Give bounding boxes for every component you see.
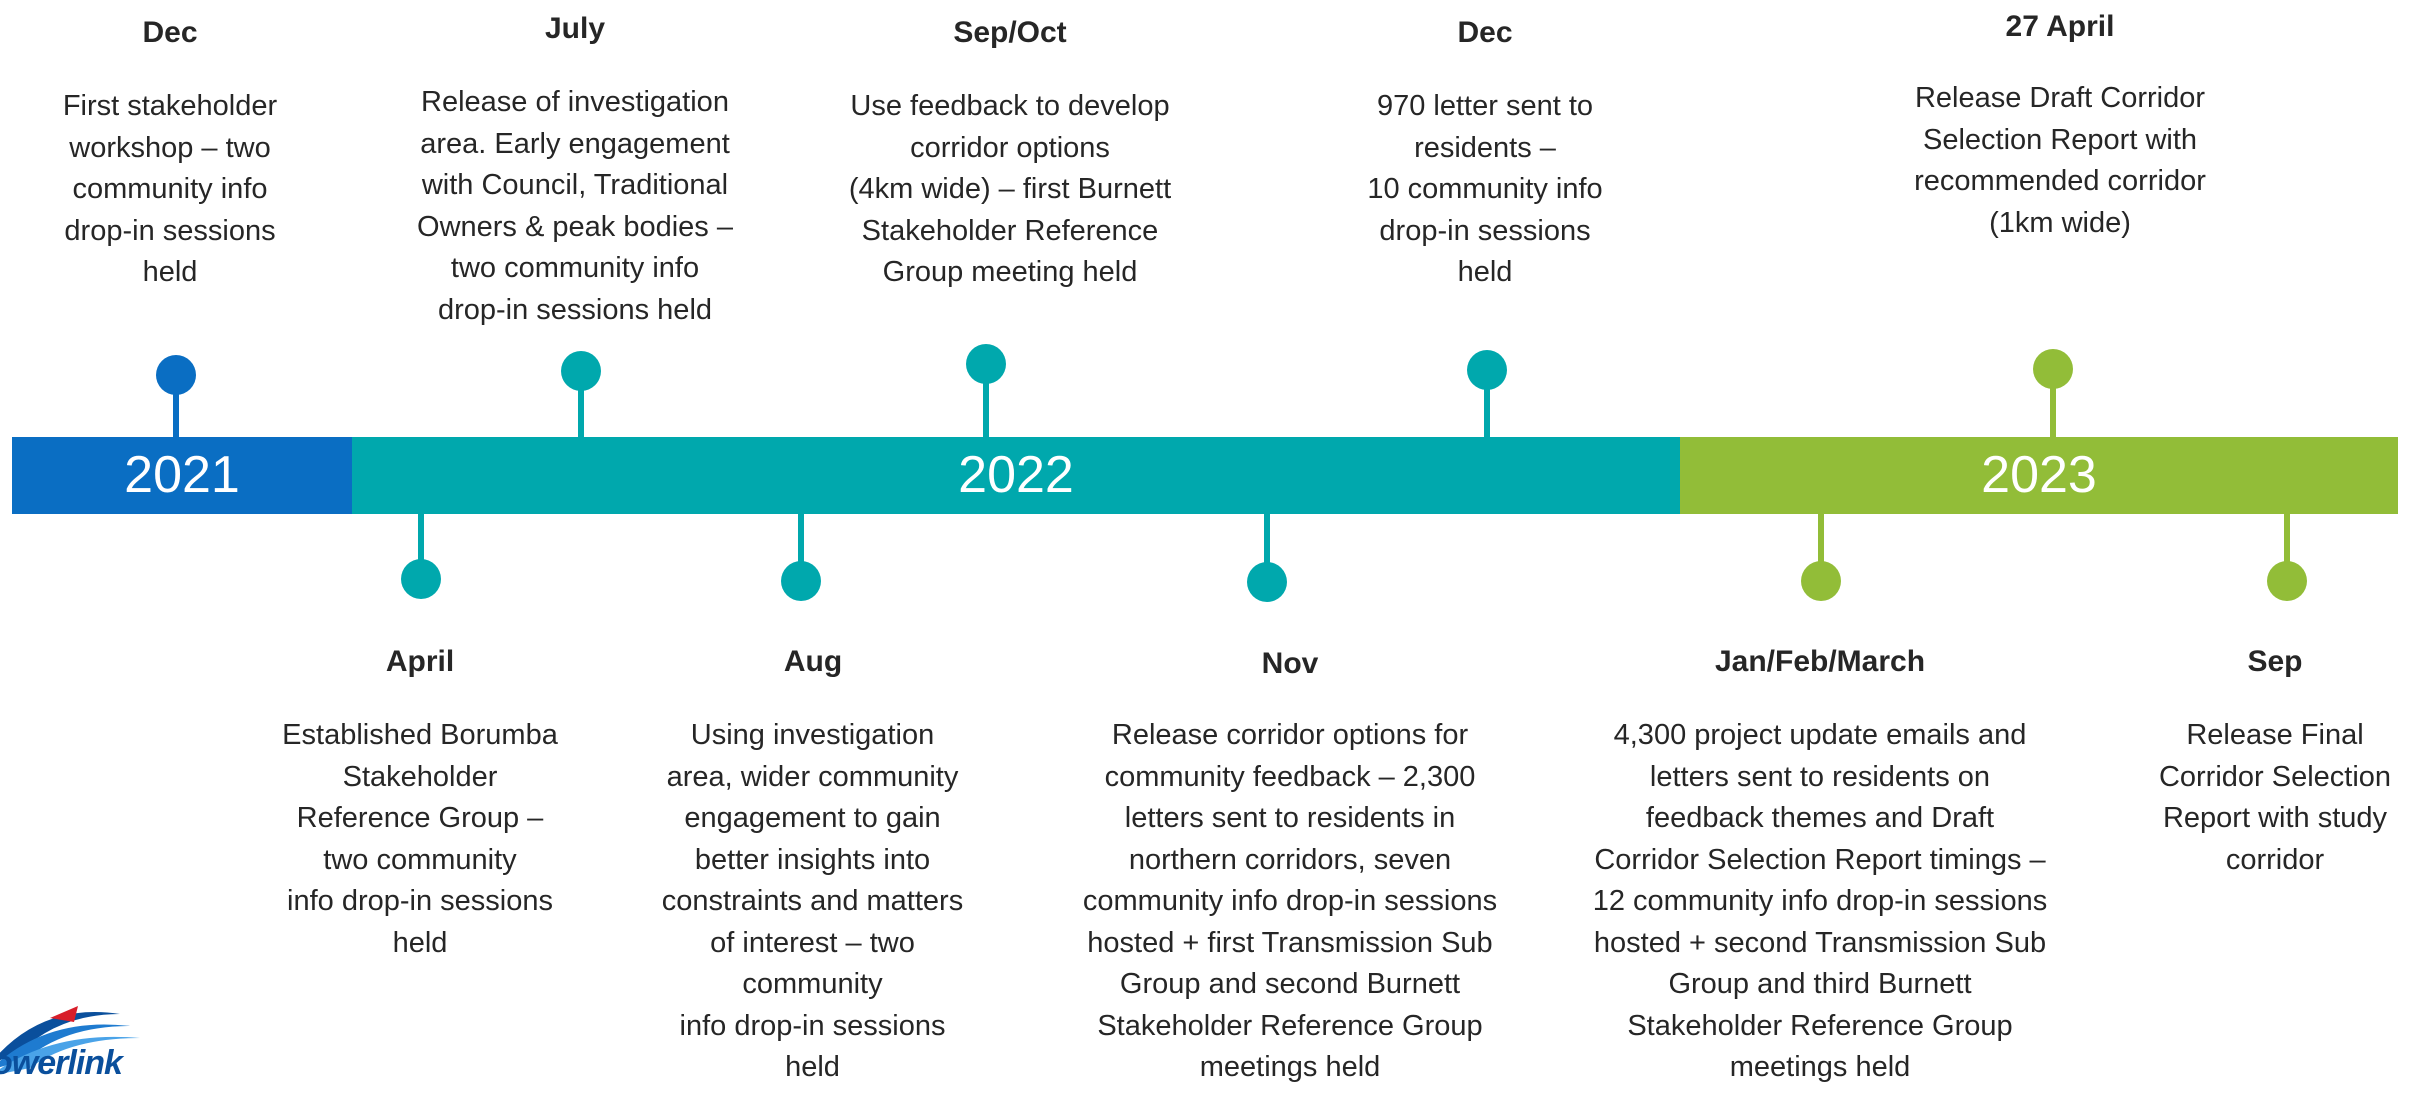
marker-stem: [2050, 385, 2056, 438]
marker-stem: [173, 390, 179, 438]
year-segment-2021: 2021: [12, 437, 352, 514]
event-date: April: [385, 645, 455, 678]
marker-dot: [1467, 350, 1507, 390]
event-description: 970 letter sent to residents – 10 commun…: [1367, 90, 1603, 288]
event-description: Established Borumba Stakeholder Referenc…: [282, 719, 558, 959]
marker-dot: [781, 561, 821, 601]
marker-dot: [1801, 561, 1841, 601]
marker-dot: [2033, 349, 2073, 389]
year-label-2021: 2021: [124, 445, 240, 504]
event-description: Release Final Corridor Selection Report …: [2158, 719, 2392, 876]
event-description: Using investigation area, wider communit…: [661, 719, 964, 1083]
year-segment-2023: 2023: [1680, 437, 2398, 514]
event-description: Release of investigation area. Early eng…: [417, 86, 733, 326]
powerlink-logo-icon: [0, 1006, 140, 1074]
marker-stem: [418, 514, 424, 564]
marker-dot: [1247, 562, 1287, 602]
event-date: Dec: [142, 16, 198, 49]
event-date: Aug: [783, 645, 843, 678]
event-date: Sep: [2247, 645, 2303, 678]
marker-dot: [966, 344, 1006, 384]
marker-dot: [561, 351, 601, 391]
event-description: Release corridor options for community f…: [1082, 719, 1498, 1083]
event-date: Jan/Feb/March: [1714, 645, 1926, 678]
year-label-2023: 2023: [1981, 445, 2097, 504]
event-description: Use feedback to develop corridor options…: [848, 90, 1172, 288]
year-label-2022: 2022: [958, 445, 1074, 504]
year-segment-2022: 2022: [352, 437, 1680, 514]
event-date: Dec: [1457, 16, 1513, 49]
marker-stem: [578, 388, 584, 438]
event-date: July: [544, 12, 606, 45]
marker-stem: [1484, 385, 1490, 438]
marker-stem: [798, 514, 804, 564]
marker-dot: [156, 355, 196, 395]
event-description: Release Draft Corridor Selection Report …: [1914, 82, 2206, 239]
event-description: 4,300 project update emails and letters …: [1592, 719, 2048, 1083]
event-date: 27 April: [2005, 10, 2115, 43]
marker-stem: [2284, 514, 2290, 564]
powerlink-logo: owerlink: [0, 992, 160, 1090]
marker-stem: [1818, 514, 1824, 564]
event-date: Nov: [1261, 647, 1319, 680]
marker-dot: [2267, 561, 2307, 601]
marker-stem: [983, 380, 989, 438]
marker-stem: [1264, 514, 1270, 566]
event-date: Sep/Oct: [953, 16, 1067, 49]
logo-text: owerlink: [0, 1044, 123, 1082]
marker-dot: [401, 559, 441, 599]
event-description: First stakeholder workshop – two communi…: [62, 90, 278, 288]
